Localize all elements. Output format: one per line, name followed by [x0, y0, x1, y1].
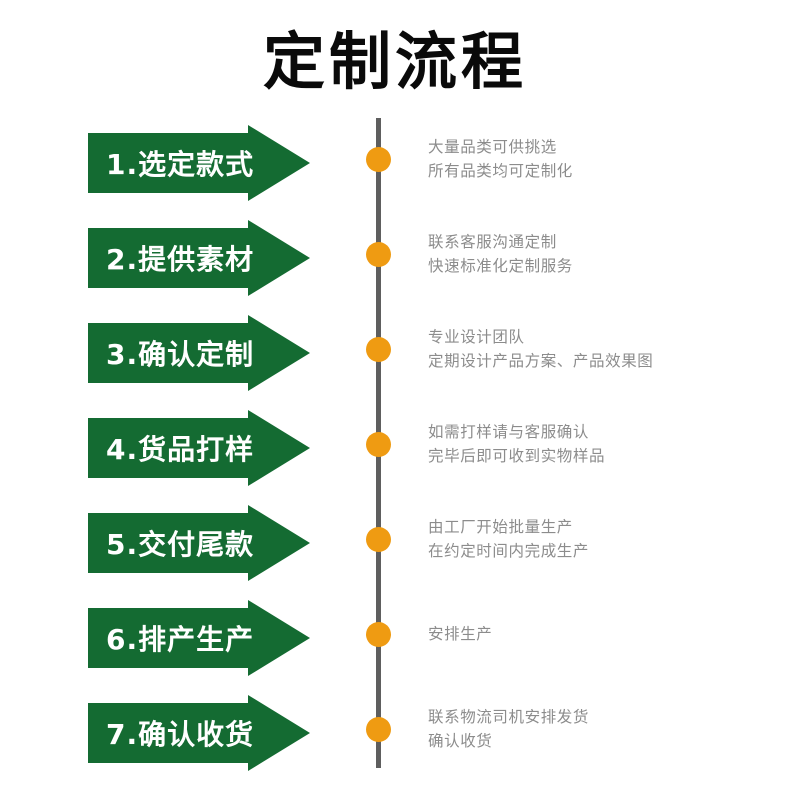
arrow-right-icon	[88, 410, 310, 486]
page-title: 定制流程	[262, 25, 527, 98]
step-description: 如需打样请与客服确认完毕后即可收到实物样品	[428, 406, 788, 482]
step-arrow-label: 7.确认收货	[106, 718, 255, 751]
step-arrow-7[interactable]: 7.确认收货	[88, 695, 310, 771]
step-description-line: 安排生产	[428, 625, 493, 643]
process-step-row: 1.选定款式 大量品类可供挑选所有品类均可定制化	[0, 121, 800, 216]
timeline-dot-2	[366, 242, 391, 267]
timeline-dot-3	[366, 337, 391, 362]
step-description-line: 联系物流司机安排发货	[428, 708, 590, 726]
step-description: 大量品类可供挑选所有品类均可定制化	[428, 121, 788, 197]
step-description: 专业设计团队定期设计产品方案、产品效果图	[428, 311, 788, 387]
step-arrow-6[interactable]: 6.排产生产	[88, 600, 310, 676]
timeline-dot-5	[366, 527, 391, 552]
step-arrow-label: 2.提供素材	[106, 243, 255, 276]
arrow-right-icon	[88, 315, 310, 391]
step-description-line: 完毕后即可收到实物样品	[428, 447, 606, 465]
process-step-row: 2.提供素材 联系客服沟通定制快速标准化定制服务	[0, 216, 800, 311]
process-step-row: 6.排产生产 安排生产	[0, 596, 800, 691]
arrow-right-icon	[88, 695, 310, 771]
step-arrow-3[interactable]: 3.确认定制	[88, 315, 310, 391]
step-arrow-label: 1.选定款式	[106, 148, 255, 181]
step-description-line: 确认收货	[428, 732, 493, 750]
step-arrow-label: 3.确认定制	[106, 338, 255, 371]
step-description: 由工厂开始批量生产在约定时间内完成生产	[428, 501, 788, 577]
step-arrow-5[interactable]: 5.交付尾款	[88, 505, 310, 581]
process-step-row: 7.确认收货 联系物流司机安排发货确认收货	[0, 691, 800, 786]
step-description-line: 所有品类均可定制化	[428, 162, 573, 180]
step-arrow-label: 4.货品打样	[106, 433, 255, 466]
arrow-right-icon	[88, 125, 310, 201]
step-description: 安排生产	[428, 596, 788, 672]
step-arrow-2[interactable]: 2.提供素材	[88, 220, 310, 296]
step-description-line: 在约定时间内完成生产	[428, 542, 590, 560]
step-description-line: 专业设计团队	[428, 328, 525, 346]
step-arrow-1[interactable]: 1.选定款式	[88, 125, 310, 201]
step-description-line: 大量品类可供挑选	[428, 138, 557, 156]
step-description-line: 由工厂开始批量生产	[428, 518, 573, 536]
arrow-right-icon	[88, 600, 310, 676]
timeline-dot-4	[366, 432, 391, 457]
timeline-dot-7	[366, 717, 391, 742]
step-arrow-label: 6.排产生产	[106, 623, 255, 656]
timeline-dot-1	[366, 147, 391, 172]
step-description-line: 如需打样请与客服确认	[428, 423, 590, 441]
arrow-right-icon	[88, 505, 310, 581]
step-arrow-4[interactable]: 4.货品打样	[88, 410, 310, 486]
process-step-row: 3.确认定制 专业设计团队定期设计产品方案、产品效果图	[0, 311, 800, 406]
step-description: 联系客服沟通定制快速标准化定制服务	[428, 216, 788, 292]
process-step-row: 4.货品打样 如需打样请与客服确认完毕后即可收到实物样品	[0, 406, 800, 501]
process-step-row: 5.交付尾款 由工厂开始批量生产在约定时间内完成生产	[0, 501, 800, 596]
timeline-dot-6	[366, 622, 391, 647]
step-description-line: 快速标准化定制服务	[428, 257, 573, 275]
step-description-line: 定期设计产品方案、产品效果图	[428, 352, 654, 370]
arrow-right-icon	[88, 220, 310, 296]
step-description: 联系物流司机安排发货确认收货	[428, 691, 788, 767]
step-arrow-label: 5.交付尾款	[106, 528, 255, 561]
step-description-line: 联系客服沟通定制	[428, 233, 557, 251]
